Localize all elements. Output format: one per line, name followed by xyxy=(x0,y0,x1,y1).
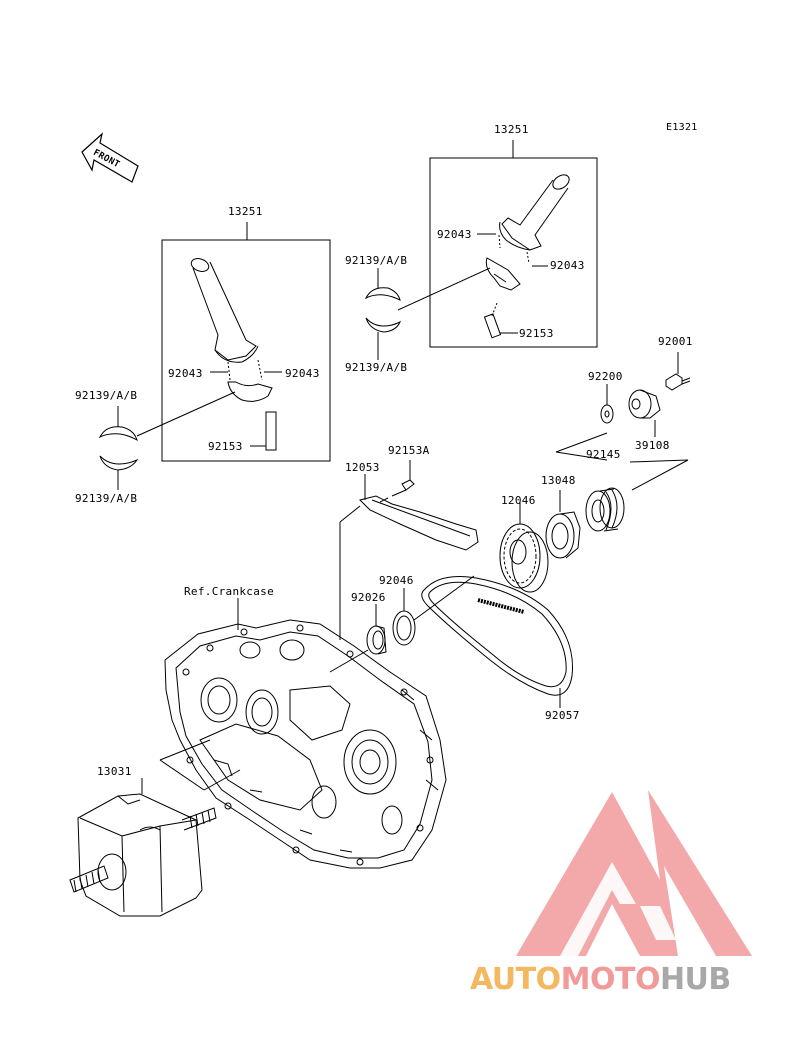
label-92200: 92200 xyxy=(588,370,623,383)
label-92153a: 92153A xyxy=(388,444,430,457)
label-92057: 92057 xyxy=(545,709,580,722)
label-12046: 12046 xyxy=(501,494,536,507)
label-92026: 92026 xyxy=(351,591,386,604)
label-92145: 92145 xyxy=(586,448,621,461)
bearing-shells-mid xyxy=(364,287,402,333)
label-13031: 13031 xyxy=(97,765,132,778)
label-12053: 12053 xyxy=(345,461,380,474)
connecting-rod-right xyxy=(483,174,570,339)
label-92001: 92001 xyxy=(658,335,693,348)
ring-92046 xyxy=(392,610,416,646)
label-92139-mid-lower: 92139/A/B xyxy=(345,361,408,374)
front-arrow-icon xyxy=(81,132,139,183)
chain-guide-12053 xyxy=(359,495,479,551)
brand-moto: MOTO xyxy=(560,962,661,997)
watermark-logo-icon xyxy=(516,790,752,956)
gear-12046 xyxy=(499,523,549,593)
label-92043-left-left: 92043 xyxy=(168,367,203,380)
seal-92026 xyxy=(366,625,387,655)
label-92139-left-upper: 92139/A/B xyxy=(75,389,138,402)
spring-92145 xyxy=(585,487,625,532)
watermark-brand-text: AUTOMOTOHUB xyxy=(470,962,800,1002)
connecting-rod-left xyxy=(190,258,277,451)
damper-39108 xyxy=(628,389,661,419)
label-92043-left-right: 92043 xyxy=(285,367,320,380)
rod-assy-left-box xyxy=(161,239,331,462)
brand-hub: HUB xyxy=(659,962,731,997)
bolt-92001 xyxy=(665,373,691,391)
bolt-92153a xyxy=(391,479,415,497)
label-92139-mid-upper: 92139/A/B xyxy=(345,254,408,267)
bearing-shells-left xyxy=(98,426,139,471)
label-92139-left-lower: 92139/A/B xyxy=(75,492,138,505)
crankshaft-13031 xyxy=(69,793,217,917)
label-92043-top-left: 92043 xyxy=(437,228,472,241)
label-ref-crankcase: Ref.Crankcase xyxy=(184,585,274,598)
label-13251-left: 13251 xyxy=(228,205,263,218)
rod-assy-right-box xyxy=(429,157,598,348)
label-92043-top-right: 92043 xyxy=(550,259,585,272)
label-92153-top: 92153 xyxy=(519,327,554,340)
chain-92057 xyxy=(421,576,573,696)
label-92153-left: 92153 xyxy=(208,440,243,453)
label-13251-right: 13251 xyxy=(494,123,529,136)
diagram-code: E1321 xyxy=(666,122,698,133)
label-39108: 39108 xyxy=(635,439,670,452)
label-92046: 92046 xyxy=(379,574,414,587)
washer-92200 xyxy=(600,404,614,424)
crankcase xyxy=(164,619,447,869)
hub-13048 xyxy=(545,511,581,559)
brand-auto: AUTO xyxy=(470,962,561,997)
label-13048: 13048 xyxy=(541,474,576,487)
